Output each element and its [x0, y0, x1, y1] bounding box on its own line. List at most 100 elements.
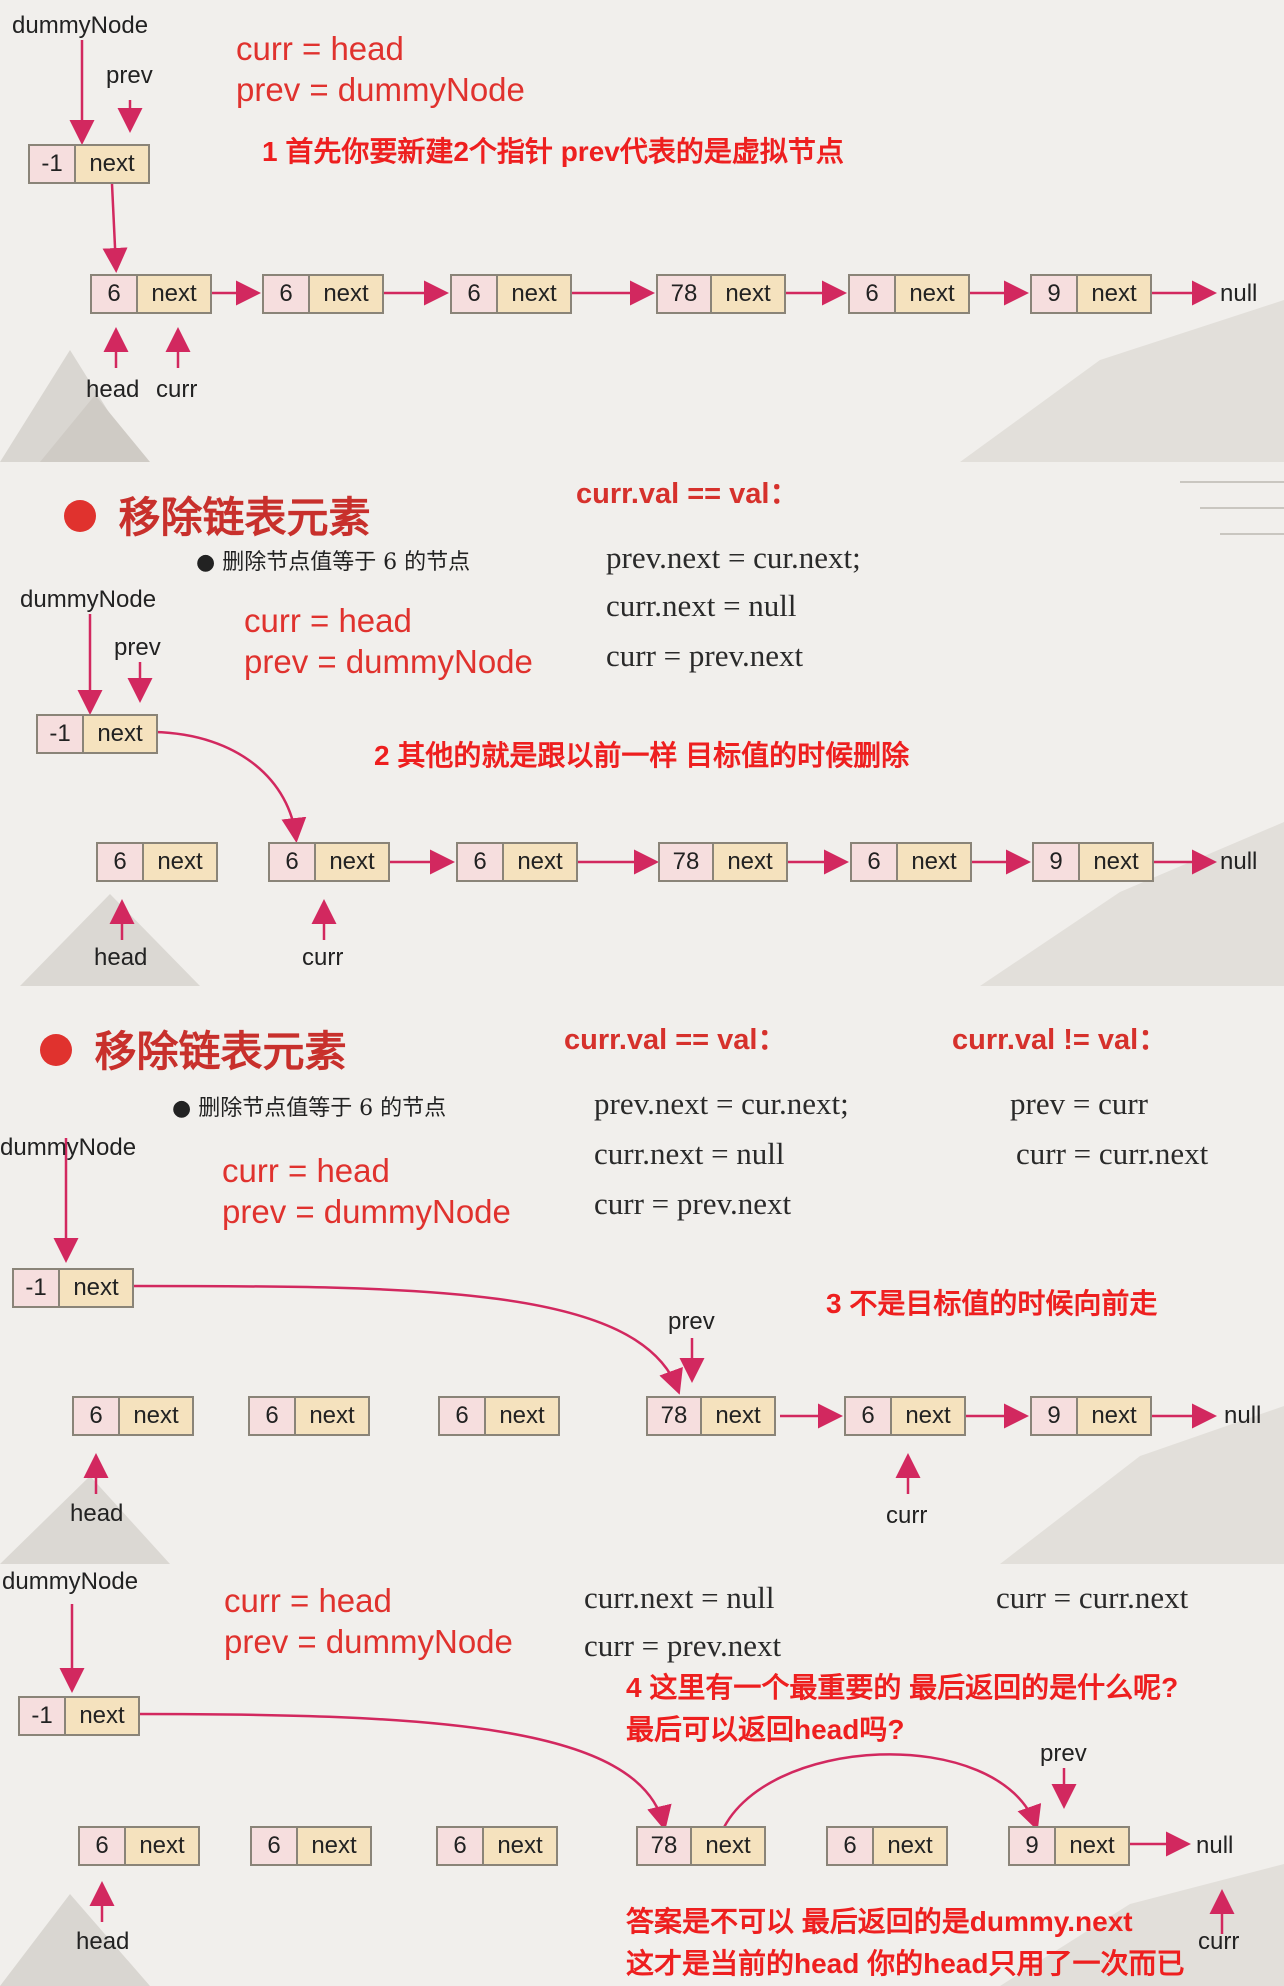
code-line-2: curr.next = null	[606, 588, 797, 623]
node-next: next	[120, 1398, 192, 1434]
question-line-1: 4 这里有一个最重要的 最后返回的是什么呢?	[626, 1672, 1179, 1703]
node-next: next	[486, 1398, 558, 1434]
node-value: 9	[1034, 844, 1080, 880]
node-next: next	[702, 1398, 774, 1434]
node-value: 9	[1032, 1398, 1078, 1434]
code-line-1: prev.next = cur.next;	[606, 540, 861, 575]
assign-curr: curr = head	[224, 1582, 392, 1619]
question-line-2: 最后可以返回head吗?	[626, 1714, 905, 1745]
node-value: 6	[438, 1828, 484, 1864]
node-value: 6	[98, 844, 144, 880]
head-pointer-label: head	[76, 1928, 130, 1955]
answer-line-2: 这才是当前的head 你的head只用了一次而已	[626, 1948, 1185, 1979]
null-label: null	[1224, 1402, 1262, 1429]
code-eq-line-1: prev.next = cur.next;	[594, 1086, 849, 1121]
code-line-3: curr = curr.next	[996, 1580, 1189, 1615]
assign-prev: prev = dummyNode	[236, 71, 525, 108]
code-ne-line-1: prev = curr	[1010, 1086, 1148, 1121]
node-next: next	[692, 1828, 764, 1864]
head-pointer-label: head	[86, 376, 140, 403]
code-eq-line-2: curr.next = null	[594, 1136, 785, 1171]
node-next: next	[310, 276, 382, 312]
pointer-arrows	[77, 614, 1217, 940]
assign-prev: prev = dummyNode	[222, 1193, 511, 1230]
prev-pointer-label: prev	[114, 634, 161, 661]
node-value: 78	[638, 1828, 692, 1864]
code-line-3: curr = prev.next	[606, 638, 804, 673]
node-next: next	[138, 276, 210, 312]
answer-line-1: 答案是不可以 最后返回的是dummy.next	[626, 1906, 1133, 1937]
node-next: next	[892, 1398, 964, 1434]
node-next: next	[874, 1828, 946, 1864]
node-next: next	[1080, 844, 1152, 880]
node-value: 6	[828, 1828, 874, 1864]
assign-curr: curr = head	[222, 1152, 390, 1189]
mountain-background	[0, 1406, 1284, 1564]
step-note: 3 不是目标值的时候向前走	[826, 1288, 1158, 1319]
node-next: next	[126, 1828, 198, 1864]
dummy-node-label: dummyNode	[12, 12, 149, 39]
condition-equal: curr.val == val：	[576, 478, 799, 510]
node-next: next	[296, 1398, 368, 1434]
node-next: next	[60, 1270, 132, 1306]
code-eq-line-3: curr = prev.next	[594, 1186, 792, 1221]
panel-step-2: 移除链表元素 curr.val == val： ● 删除节点值等于 6 的节点 …	[0, 462, 1284, 986]
node-value: 78	[660, 844, 714, 880]
code-line-2: curr = prev.next	[584, 1628, 782, 1663]
mountain-background	[0, 300, 1284, 462]
prev-pointer-label: prev	[1040, 1740, 1087, 1767]
node-next: next	[144, 844, 216, 880]
assign-prev: prev = dummyNode	[224, 1623, 513, 1660]
node-value: 78	[658, 276, 712, 312]
node-next: next	[298, 1828, 370, 1864]
node-next: next	[1078, 276, 1150, 312]
node-next: next	[76, 146, 148, 182]
code-line-1: curr.next = null	[584, 1580, 775, 1615]
head-pointer-label: head	[70, 1500, 124, 1527]
node-next: next	[1078, 1398, 1150, 1434]
dummy-node-label: dummyNode	[0, 1134, 137, 1161]
node-next: next	[898, 844, 970, 880]
node-value: 6	[452, 276, 498, 312]
prev-pointer-label: prev	[106, 62, 153, 89]
section-title: 移除链表元素	[64, 484, 370, 545]
node-value: 6	[850, 276, 896, 312]
node-next: next	[714, 844, 786, 880]
node-value: -1	[30, 146, 76, 182]
node-value: 6	[252, 1828, 298, 1864]
node-value: 6	[80, 1828, 126, 1864]
curr-pointer-label: curr	[1198, 1928, 1240, 1955]
dummy-node-label: dummyNode	[20, 586, 157, 613]
node-value: -1	[20, 1698, 66, 1734]
null-label: null	[1196, 1832, 1234, 1859]
assign-curr: curr = head	[244, 602, 412, 639]
node-value: -1	[38, 716, 84, 752]
node-next: next	[66, 1698, 138, 1734]
dummy-node-label: dummyNode	[2, 1568, 139, 1595]
step-note: 1 首先你要新建2个指针 prev代表的是虚拟节点	[262, 136, 844, 167]
node-next: next	[316, 844, 388, 880]
panel-step-3: 移除链表元素 curr.val == val： curr.val != val：…	[0, 986, 1284, 1564]
assign-prev: prev = dummyNode	[244, 643, 533, 680]
bullet-dot-icon	[64, 500, 96, 532]
node-next: next	[484, 1828, 556, 1864]
pointer-arrows	[59, 1604, 1235, 1934]
